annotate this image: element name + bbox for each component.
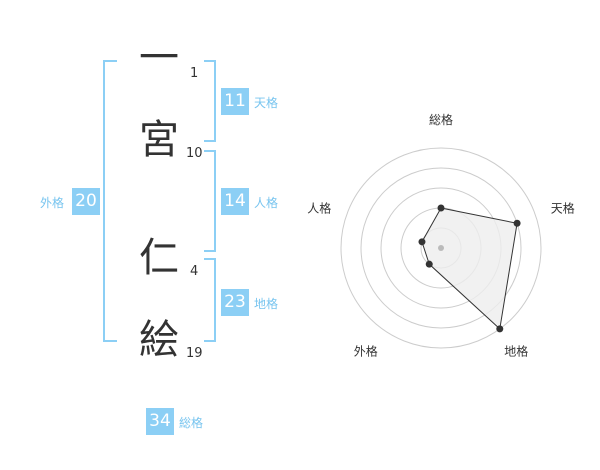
radar-point-5 — [418, 238, 426, 246]
soukaku-label: 総格 — [179, 416, 204, 430]
chikaku-bracket — [204, 258, 216, 342]
stroke-count-4: 19 — [186, 346, 203, 361]
jinkaku-bracket — [204, 150, 216, 252]
radar-point-4 — [425, 260, 433, 268]
name-char-2: 宮 — [139, 117, 179, 163]
name-char-1: 一 — [139, 35, 179, 81]
radar-axis-label-5: 人格 — [307, 200, 331, 215]
gaikaku-value: 20 — [72, 188, 100, 215]
name-char-3: 仁 — [139, 235, 179, 281]
tenkaku-label: 天格 — [254, 96, 279, 110]
radar-axis-label-4: 外格 — [354, 344, 378, 359]
radar-ring-5 — [340, 147, 542, 349]
soukaku-value: 34 — [146, 408, 174, 435]
radar-axis-label-3: 地格 — [504, 344, 528, 359]
radar-ring-4 — [360, 167, 522, 329]
tenkaku-value: 11 — [221, 88, 249, 115]
gaikaku-label: 外格 — [40, 196, 65, 210]
jinkaku-value: 14 — [221, 188, 249, 215]
stroke-count-1: 1 — [190, 66, 199, 81]
radar-point-2 — [513, 219, 521, 227]
radar-center-dot — [438, 245, 444, 251]
stroke-count-3: 4 — [190, 264, 199, 279]
stroke-count-2: 10 — [186, 146, 203, 161]
chikaku-value: 23 — [221, 289, 249, 316]
jinkaku-label: 人格 — [254, 196, 279, 210]
radar-area — [421, 207, 518, 330]
radar-axis-label-1: 総格 — [429, 112, 453, 127]
chikaku-label: 地格 — [254, 297, 279, 311]
tenkaku-bracket — [204, 60, 216, 142]
name-char-4: 絵 — [139, 317, 179, 363]
radar-point-1 — [437, 204, 445, 212]
radar-axis-label-2: 天格 — [551, 200, 575, 215]
gaikaku-bracket — [103, 60, 117, 342]
radar-point-3 — [496, 325, 504, 333]
